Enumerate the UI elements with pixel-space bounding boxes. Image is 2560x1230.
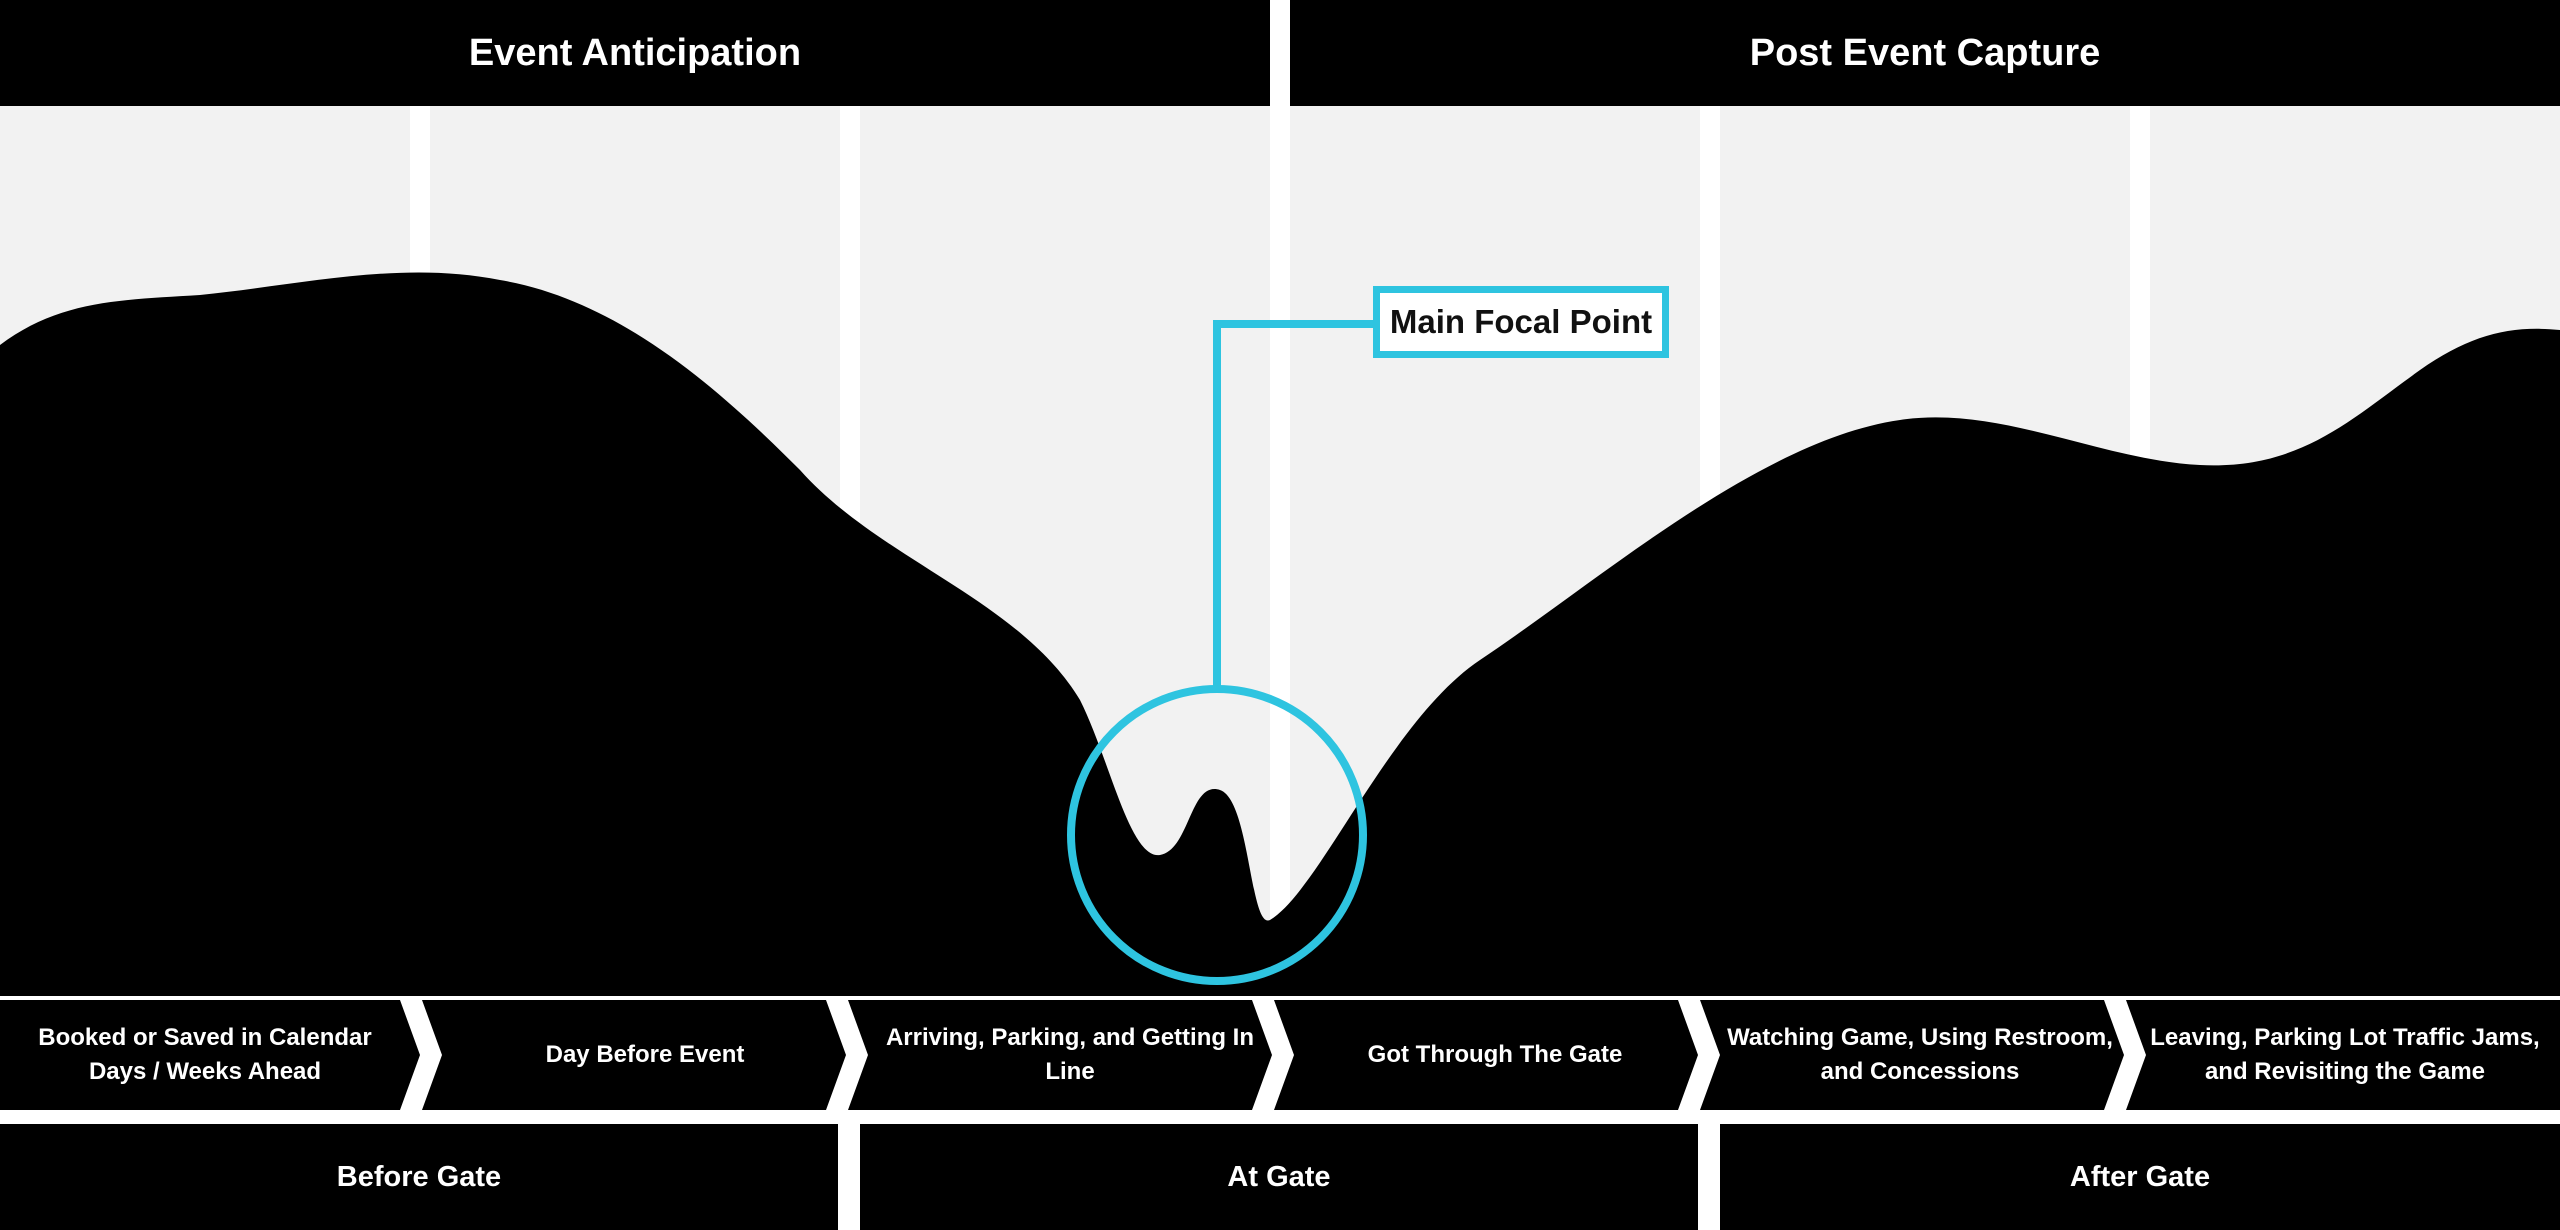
stage-through-gate: Got Through The Gate xyxy=(1367,1041,1623,1068)
phase-at-gate: At Gate xyxy=(860,1124,1698,1230)
focal-point-marker xyxy=(1067,320,1373,985)
stage-day-before: Day Before Event xyxy=(545,1041,745,1068)
stage-arriving: Arriving, Parking, and Getting In Line xyxy=(885,1024,1255,1085)
chevron-2 xyxy=(826,1000,868,1110)
chevron-4 xyxy=(1678,1000,1720,1110)
journey-curve xyxy=(0,272,2560,996)
phase-before-gate: Before Gate xyxy=(0,1124,838,1230)
phase-after-gate: After Gate xyxy=(1720,1124,2560,1230)
chevron-1 xyxy=(400,1000,442,1110)
header-post-event-capture: Post Event Capture xyxy=(1290,0,2560,106)
stage-booked: Booked or Saved in Calendar Days / Weeks… xyxy=(38,1024,372,1085)
stage-watching: Watching Game, Using Restroom, and Conce… xyxy=(1727,1024,2113,1085)
stage-leaving: Leaving, Parking Lot Traffic Jams, and R… xyxy=(2150,1024,2540,1085)
focal-point-leader-line xyxy=(1213,320,1373,689)
stage-chevrons xyxy=(400,1000,2146,1110)
chevron-5 xyxy=(2104,1000,2146,1110)
header-event-anticipation: Event Anticipation xyxy=(0,0,1270,106)
chevron-3 xyxy=(1252,1000,1294,1110)
focal-point-label: Main Focal Point xyxy=(1373,286,1669,358)
